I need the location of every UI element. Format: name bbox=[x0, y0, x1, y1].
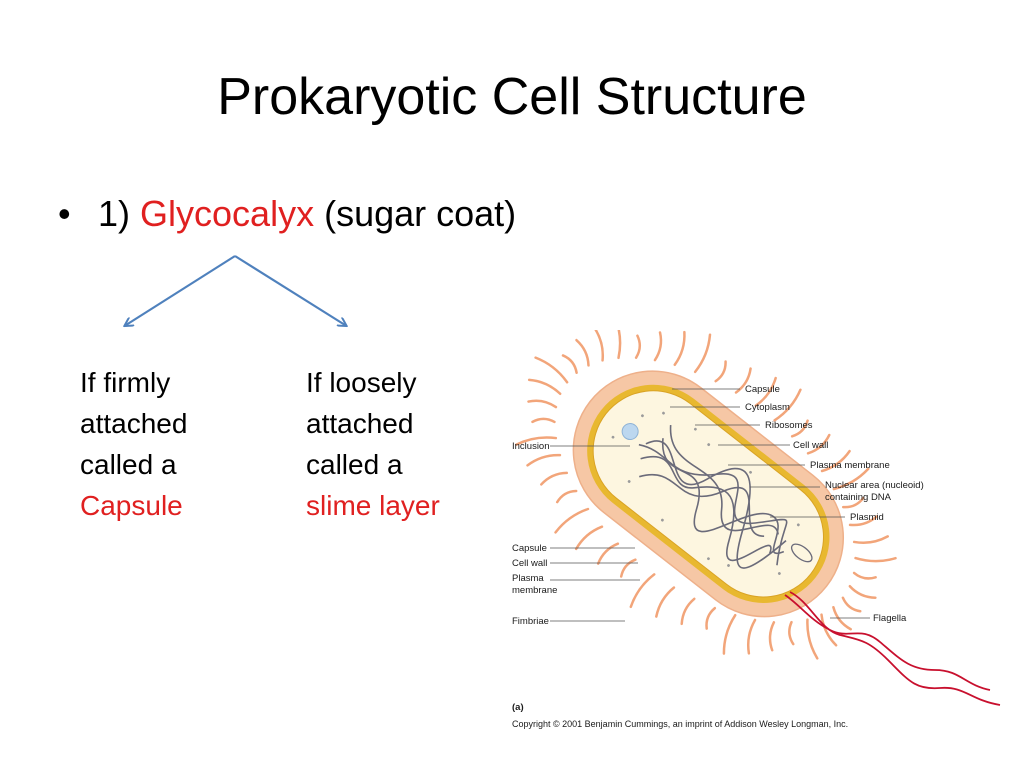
copyright-text: Copyright © 2001 Benjamin Cummings, an i… bbox=[512, 719, 848, 729]
fimbria bbox=[575, 338, 590, 367]
fimbria bbox=[554, 507, 590, 534]
label-cell-wall-left: Cell wall bbox=[512, 558, 547, 569]
slide-title: Prokaryotic Cell Structure bbox=[217, 68, 807, 126]
branch-line: called a bbox=[306, 449, 403, 480]
ribosomes bbox=[611, 411, 800, 575]
fimbria bbox=[768, 621, 776, 652]
fimbria bbox=[534, 356, 569, 384]
fimbria bbox=[852, 571, 877, 580]
fimbria bbox=[693, 333, 712, 374]
label-inclusion: Inclusion bbox=[512, 441, 550, 452]
flagella bbox=[784, 591, 1001, 706]
label-plasma-membrane: Plasma membrane bbox=[810, 460, 890, 471]
fimbria bbox=[574, 525, 604, 551]
fimbria bbox=[617, 330, 622, 360]
fimbria bbox=[820, 449, 851, 473]
diagram-labels: Capsule Cytoplasm Ribosomes Cell wall Pl… bbox=[512, 384, 924, 627]
bullet-description: (sugar coat) bbox=[324, 193, 517, 234]
fimbria bbox=[619, 558, 637, 578]
fimbria bbox=[714, 360, 727, 383]
fimbria bbox=[561, 354, 578, 374]
fimbria bbox=[820, 613, 838, 647]
fimbria bbox=[788, 620, 795, 646]
panel-label: (a) bbox=[512, 702, 524, 713]
bullet-number: 1) bbox=[98, 193, 131, 234]
fimbria bbox=[673, 330, 686, 367]
fimbria bbox=[540, 471, 569, 486]
branch-arrows bbox=[110, 255, 360, 338]
fimbria bbox=[754, 376, 777, 407]
fimbria bbox=[596, 542, 620, 565]
arrow-right bbox=[234, 255, 345, 325]
label-cell-wall: Cell wall bbox=[793, 440, 828, 451]
fimbria bbox=[527, 399, 558, 409]
plasmid bbox=[790, 543, 813, 563]
prokaryotic-cell-diagram: Capsule Cytoplasm Ribosomes Cell wall Pl… bbox=[512, 330, 1001, 729]
fimbria bbox=[806, 433, 831, 455]
branch-line: attached bbox=[80, 408, 188, 439]
fimbria bbox=[852, 535, 889, 545]
fimbria bbox=[634, 334, 642, 359]
fimbria bbox=[832, 467, 870, 491]
fimbria bbox=[531, 417, 556, 424]
fimbria bbox=[806, 618, 819, 660]
fimbria bbox=[655, 586, 676, 618]
fimbria bbox=[629, 573, 656, 609]
fimbriae-hairs bbox=[515, 330, 897, 660]
fimbria bbox=[848, 584, 877, 599]
bullet-term: Glycocalyx bbox=[140, 193, 315, 234]
nucleoid-dna bbox=[638, 425, 813, 569]
fimbria bbox=[526, 453, 562, 467]
fimbria bbox=[515, 436, 558, 446]
fimbria bbox=[746, 618, 757, 655]
fimbria bbox=[854, 556, 897, 563]
label-nuclear-area: Nuclear area (nucleoid) bbox=[825, 480, 924, 491]
branch-line: If firmly bbox=[80, 367, 171, 398]
branch-line: attached bbox=[306, 408, 414, 439]
fimbria bbox=[734, 367, 752, 394]
arrow-left bbox=[126, 255, 236, 325]
fimbria bbox=[790, 419, 809, 438]
fimbria bbox=[848, 515, 879, 527]
label-nuclear-area-dna: containing DNA bbox=[825, 492, 892, 503]
fimbria bbox=[680, 597, 696, 626]
label-capsule: Capsule bbox=[745, 384, 780, 395]
label-lines bbox=[550, 388, 870, 622]
label-cytoplasm: Cytoplasm bbox=[745, 402, 790, 413]
label-membrane-left: membrane bbox=[512, 585, 557, 596]
fimbria bbox=[653, 331, 663, 362]
fimbria bbox=[832, 606, 852, 631]
fimbria bbox=[594, 330, 605, 362]
fimbria bbox=[705, 606, 717, 630]
inclusion bbox=[621, 423, 639, 441]
cell-body bbox=[572, 370, 845, 618]
label-flagella: Flagella bbox=[873, 613, 907, 624]
bullet-item: • 1) Glycocalyx (sugar coat) bbox=[58, 190, 516, 238]
bullet-marker: • bbox=[58, 193, 71, 234]
fimbria bbox=[841, 496, 865, 509]
branch-line: If loosely bbox=[306, 367, 417, 398]
branch-term: slime layer bbox=[306, 490, 440, 521]
fimbria bbox=[722, 613, 737, 655]
fimbria bbox=[841, 596, 862, 613]
label-plasmid: Plasmid bbox=[850, 512, 884, 523]
fimbria bbox=[555, 489, 578, 504]
label-ribosomes: Ribosomes bbox=[765, 420, 813, 431]
branch-slime-layer: If loosely attached called a slime layer bbox=[306, 362, 440, 526]
branch-line: called a bbox=[80, 449, 177, 480]
label-plasma-left: Plasma bbox=[512, 573, 544, 584]
fimbria bbox=[773, 388, 802, 422]
branch-term: Capsule bbox=[80, 490, 183, 521]
fimbria bbox=[527, 378, 562, 396]
label-fimbriae: Fimbriae bbox=[512, 616, 549, 627]
branch-capsule: If firmly attached called a Capsule bbox=[80, 362, 187, 526]
label-capsule-left: Capsule bbox=[512, 543, 547, 554]
